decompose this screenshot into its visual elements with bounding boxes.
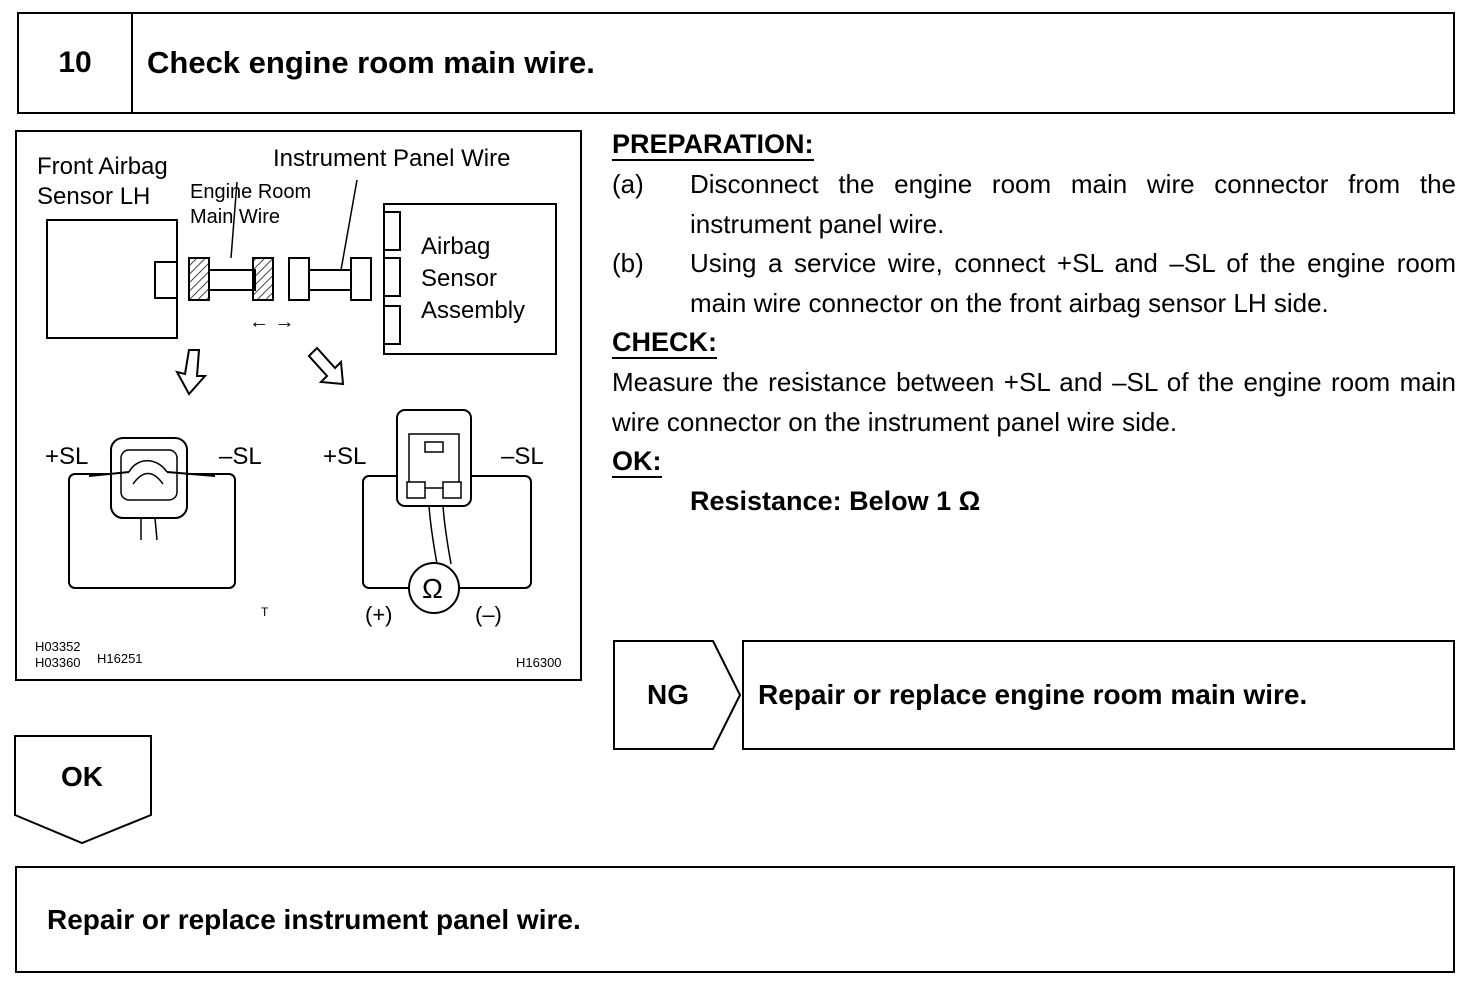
engine-room-connector-left xyxy=(188,257,210,301)
small-t-mark: T xyxy=(261,605,269,619)
ng-action-text: Repair or replace engine room main wire. xyxy=(758,679,1308,710)
prep-item-text: Disconnect the engine room main wire con… xyxy=(690,169,1456,239)
prep-item-text: Using a service wire, connect +SL and –S… xyxy=(690,248,1456,318)
ng-action-box: Repair or replace engine room main wire. xyxy=(742,640,1455,750)
left-probe-plus xyxy=(88,471,130,477)
check-text: Measure the resistance between +SL and –… xyxy=(612,367,1456,437)
ohm-symbol: Ω xyxy=(422,573,443,604)
step-title: Check engine room main wire. xyxy=(147,45,595,80)
prep-item-a: (a) Disconnect the engine room main wire… xyxy=(612,165,1456,244)
sensor-connector xyxy=(154,261,178,299)
ok-action-box: Repair or replace instrument panel wire. xyxy=(15,866,1455,973)
down-arrow-left-icon xyxy=(175,349,208,396)
right-connector-latch xyxy=(424,441,444,453)
left-connector-wires xyxy=(128,460,168,485)
figure-code-4: H16300 xyxy=(516,655,562,670)
prep-item-label: (b) xyxy=(612,248,644,278)
probe-plus-label: (+) xyxy=(365,602,393,627)
wiring-figure: Front Airbag Sensor LH Instrument Panel … xyxy=(15,130,582,681)
preparation-heading: PREPARATION: xyxy=(612,129,814,161)
ok-label: OK xyxy=(61,761,103,792)
right-terminal-2 xyxy=(442,481,462,499)
probe-minus-label: (–) xyxy=(475,602,502,627)
wiring-diagram: Front Airbag Sensor LH Instrument Panel … xyxy=(35,145,562,670)
instrument-panel-leader-line xyxy=(340,179,358,271)
left-plus-sl-label: +SL xyxy=(45,443,88,470)
left-connector-inner xyxy=(120,449,178,501)
right-terminal-1 xyxy=(406,481,426,499)
ng-arrow-tag xyxy=(613,640,741,750)
left-connector-body xyxy=(110,437,188,519)
front-airbag-label-2: Sensor LH xyxy=(37,183,150,210)
airbag-connector-3 xyxy=(383,305,401,345)
left-minus-sl-label: –SL xyxy=(219,443,262,470)
ok-action-text: Repair or replace instrument panel wire. xyxy=(47,903,581,935)
instrument-panel-connector-right xyxy=(350,257,372,301)
left-probe-minus xyxy=(166,471,216,477)
down-arrow-right-icon xyxy=(307,346,345,386)
right-minus-sl-label: –SL xyxy=(501,443,544,470)
instrument-panel-wire-label: Instrument Panel Wire xyxy=(273,145,510,172)
prep-item-label: (a) xyxy=(612,169,644,199)
engine-room-wire-segment xyxy=(208,269,256,291)
engine-room-leader-line xyxy=(230,181,238,259)
disconnect-arrows-icon: ← → xyxy=(249,311,295,333)
airbag-connector-1 xyxy=(383,211,401,251)
engine-room-label-2: Main Wire xyxy=(190,206,280,228)
ok-arrow-tag xyxy=(14,735,152,845)
figure-code-3: H16251 xyxy=(97,651,143,666)
step-number: 10 xyxy=(19,14,133,112)
right-connector-inner xyxy=(408,433,460,489)
engine-room-connector-right xyxy=(252,257,274,301)
left-harness-wire xyxy=(140,517,158,541)
front-airbag-label-1: Front Airbag xyxy=(37,153,168,180)
instructions: PREPARATION: (a) Disconnect the engine r… xyxy=(612,125,1456,522)
ohmmeter-icon xyxy=(408,562,460,614)
ng-label: NG xyxy=(647,679,689,710)
instrument-panel-wire-segment xyxy=(308,269,354,291)
ok-spec: Resistance: Below 1 Ω xyxy=(690,486,981,516)
airbag-label-2: Sensor xyxy=(421,265,497,292)
step-header: 10 Check engine room main wire. xyxy=(17,12,1455,114)
check-heading: CHECK: xyxy=(612,327,717,359)
figure-code-2: H03360 xyxy=(35,655,81,670)
airbag-label-3: Assembly xyxy=(421,297,525,324)
figure-code-1: H03352 xyxy=(35,639,81,654)
instrument-panel-connector-left xyxy=(288,257,310,301)
airbag-connector-2 xyxy=(383,257,401,297)
right-harness-wire xyxy=(428,505,452,565)
ok-heading: OK: xyxy=(612,446,662,478)
engine-room-label-1: Engine Room xyxy=(190,181,311,203)
prep-item-b: (b) Using a service wire, connect +SL an… xyxy=(612,244,1456,323)
right-plus-sl-label: +SL xyxy=(323,443,366,470)
airbag-label-1: Airbag xyxy=(421,233,490,260)
